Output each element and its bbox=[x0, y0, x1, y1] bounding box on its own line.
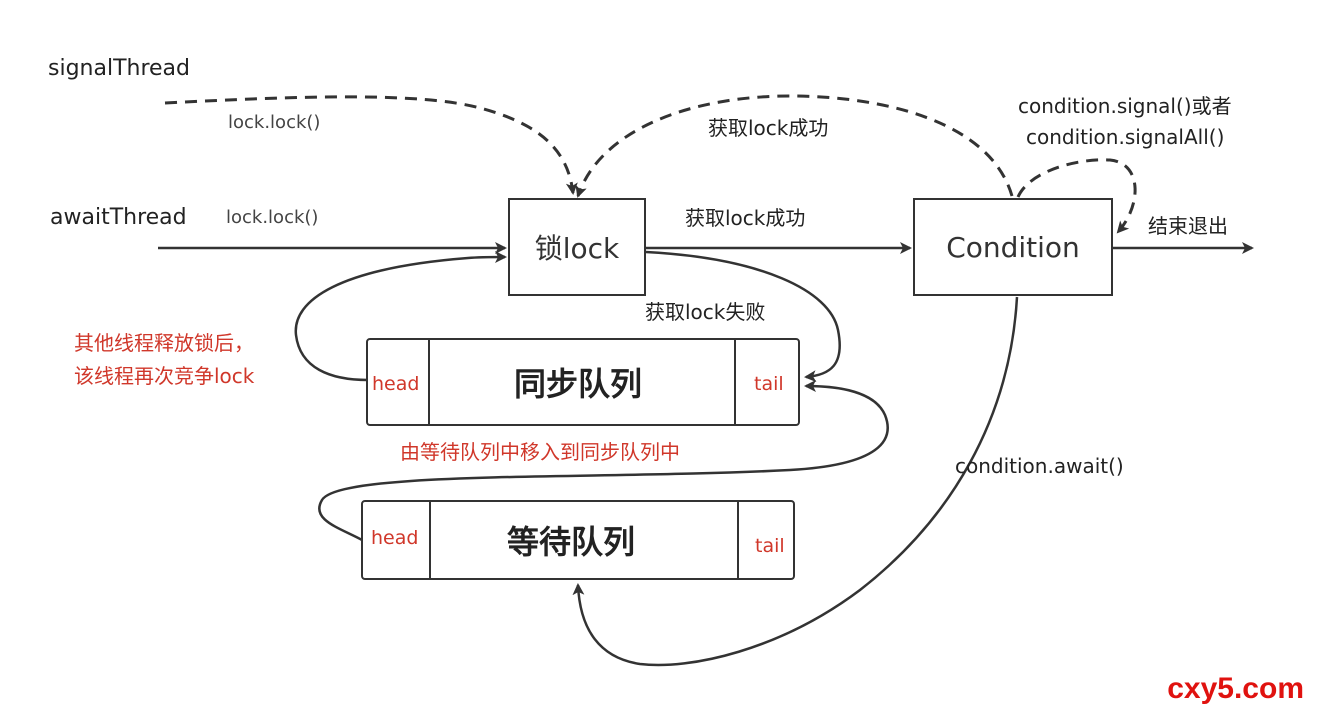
wait-queue-head-label: head bbox=[371, 527, 419, 549]
signal-lock-call-label: lock.lock() bbox=[228, 112, 321, 133]
sync-queue-tail-label: tail bbox=[754, 373, 784, 395]
signal-thread-dashed-arrow bbox=[164, 95, 578, 195]
sync-queue: head 同步队列 tail bbox=[366, 338, 800, 426]
signal-thread-label: signalThread bbox=[48, 56, 191, 81]
exit-label: 结束退出 bbox=[1148, 214, 1228, 238]
sync-queue-title: 同步队列 bbox=[514, 365, 643, 403]
wait-head-to-sync-tail-arc bbox=[318, 380, 889, 542]
lock-box: 锁lock bbox=[508, 198, 646, 296]
condition-to-wait-queue-arc bbox=[572, 296, 1019, 667]
await-lock-call-label: lock.lock() bbox=[226, 207, 319, 228]
wait-queue-title: 等待队列 bbox=[507, 523, 636, 561]
acquire-success-mid-label: 获取lock成功 bbox=[685, 206, 806, 230]
acquire-fail-label: 获取lock失败 bbox=[645, 300, 766, 324]
acquire-success-top-label: 获取lock成功 bbox=[708, 116, 829, 140]
await-call-label: condition.await() bbox=[955, 454, 1124, 478]
await-thread-label: awaitThread bbox=[50, 205, 187, 230]
signal-methods-line-2: condition.signalAll() bbox=[1026, 125, 1225, 149]
recompete-line-1: 其他线程释放锁后， bbox=[74, 331, 254, 355]
wait-queue-tail-divider bbox=[737, 502, 739, 578]
signal-methods-line-1: condition.signal()或者 bbox=[1018, 94, 1232, 118]
site-watermark: cxy5.com bbox=[1167, 672, 1304, 705]
condition-to-lock-dashed-arc bbox=[575, 94, 1014, 198]
move-to-sync-label: 由等待队列中移入到同步队列中 bbox=[400, 440, 680, 464]
sync-queue-head-divider bbox=[428, 340, 430, 424]
lock-fail-to-sync-tail-arc bbox=[645, 250, 841, 383]
wait-queue-head-divider bbox=[429, 502, 431, 578]
condition-box: Condition bbox=[913, 198, 1113, 296]
sync-queue-head-label: head bbox=[372, 373, 420, 395]
wait-queue: head 等待队列 tail bbox=[361, 500, 795, 580]
recompete-line-2: 该线程再次竞争lock bbox=[74, 364, 255, 388]
wait-queue-tail-label: tail bbox=[755, 535, 785, 557]
sync-head-to-lock-arc bbox=[294, 251, 507, 382]
sync-queue-tail-divider bbox=[734, 340, 736, 424]
signal-self-loop-dashed bbox=[1016, 158, 1137, 234]
